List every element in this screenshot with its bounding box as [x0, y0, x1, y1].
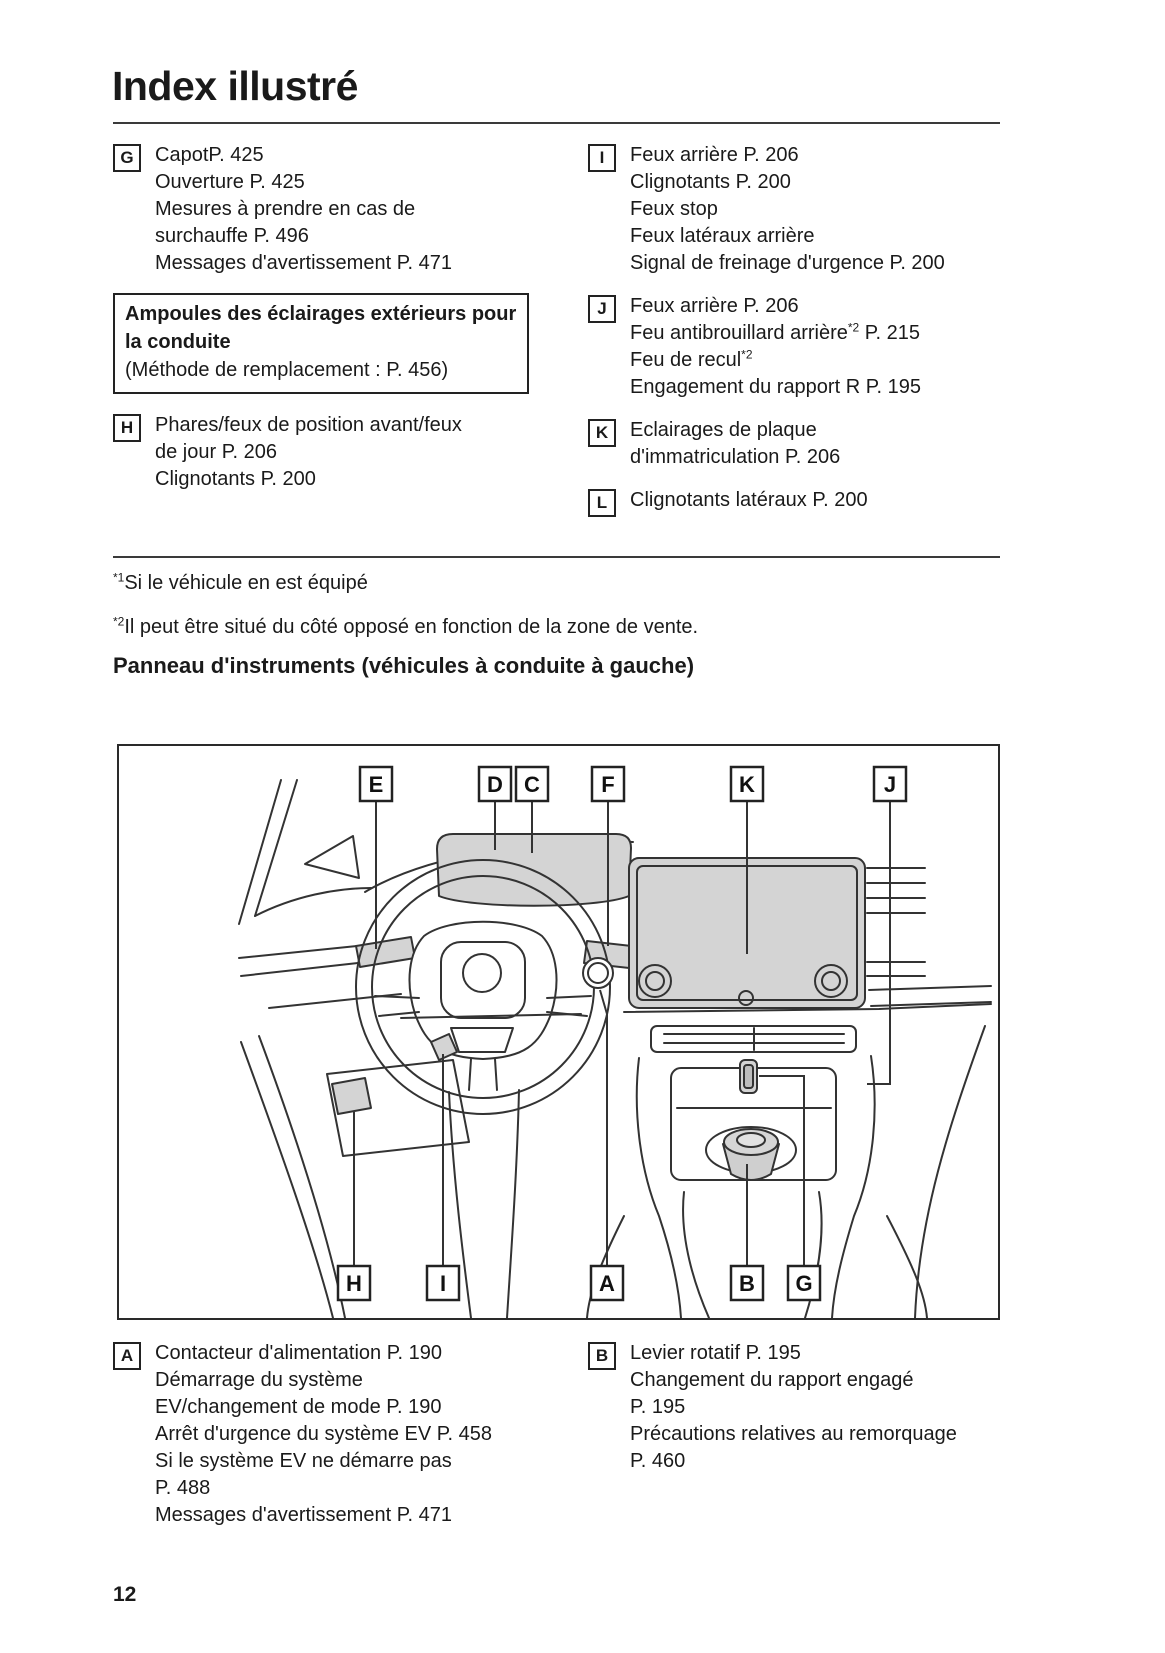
index-entry: L Clignotants latéraux P. 200 [588, 487, 1000, 517]
callout-box-E [358, 765, 394, 803]
callout-box-A [589, 1264, 625, 1302]
callout-box-B [729, 1264, 765, 1302]
callout-letter-C: C [524, 772, 540, 797]
callout-letter-K: K [739, 772, 755, 797]
callout-letter-G: G [795, 1271, 812, 1296]
entry-text: Clignotants latéraux P. 200 [630, 489, 868, 511]
footnote-1: *1Si le véhicule en est équipé [113, 570, 368, 594]
callout-letter-A: A [599, 1271, 615, 1296]
callout-letter-E: E [369, 772, 384, 797]
callout-letter-B: B [739, 1271, 755, 1296]
entry-letter-badge: A [113, 1342, 141, 1370]
callout-box-K [729, 765, 765, 803]
callout-letter-H: H [346, 1271, 362, 1296]
callout-box-C [514, 765, 550, 803]
callout-box-D [477, 765, 513, 803]
callout-box-I [425, 1264, 461, 1302]
entry-letter-badge: I [588, 144, 616, 172]
callout-letter-J: J [884, 772, 896, 797]
entry-letter-badge: L [588, 489, 616, 517]
callout-line-G [759, 1075, 805, 1266]
entry-letter-badge: K [588, 419, 616, 447]
diagram-heading: Panneau d'instruments (véhicules à condu… [113, 653, 695, 678]
entry-letter-badge: H [113, 414, 141, 442]
page-title: Index illustré [112, 63, 358, 110]
divider-top [113, 122, 1000, 124]
callout-leader-lines [353, 801, 891, 1266]
footnote-2: *2Il peut être situé du côté opposé en f… [113, 614, 699, 638]
callout-box-H [336, 1264, 372, 1302]
callout-box-F [590, 765, 626, 803]
entry-letter-badge: B [588, 1342, 616, 1370]
callout-letter-D: D [487, 772, 503, 797]
dashboard-artwork [238, 779, 992, 1318]
callout-line-A [599, 989, 608, 1266]
divider-middle [113, 556, 1000, 558]
entry-letter-badge: G [113, 144, 141, 172]
page-number: 12 [113, 1583, 137, 1606]
callout-box-J [872, 765, 908, 803]
callout-box-G [786, 1264, 822, 1302]
entry-letter-badge: J [588, 295, 616, 323]
callout-letter-F: F [601, 772, 614, 797]
callout-letter-I: I [440, 1271, 446, 1296]
callout-line-J [867, 801, 891, 1085]
